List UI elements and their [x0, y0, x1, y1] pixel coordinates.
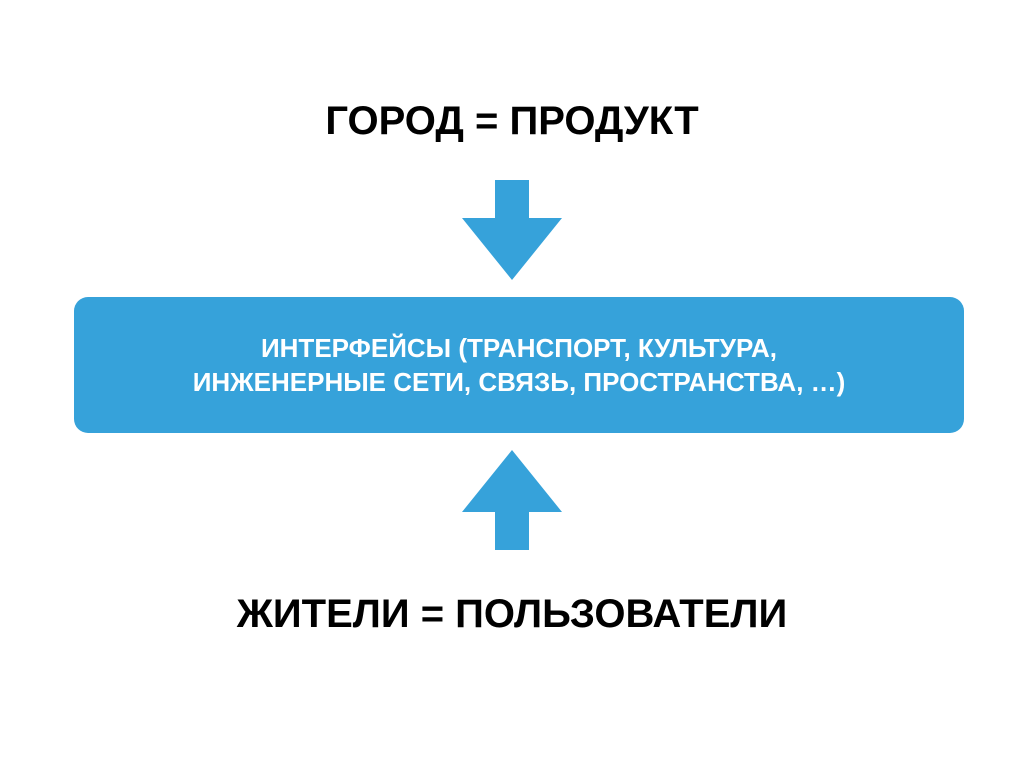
interfaces-box-line-2: ИНЖЕНЕРНЫЕ СЕТИ, СВЯЗЬ, ПРОСТРАНСТВА, …) [192, 367, 846, 397]
top-heading: ГОРОД = ПРОДУКТ [325, 99, 699, 143]
interfaces-box-line-1: ИНТЕРФЕЙСЫ (ТРАНСПОРТ, КУЛЬТУРА, [260, 333, 778, 363]
bottom-heading: ЖИТЕЛИ = ПОЛЬЗОВАТЕЛИ [236, 592, 788, 636]
arrow-down-icon [462, 180, 562, 280]
interfaces-box: ИНТЕРФЕЙСЫ (ТРАНСПОРТ, КУЛЬТУРА, ИНЖЕНЕР… [74, 297, 964, 433]
arrow-up-icon [462, 450, 562, 550]
